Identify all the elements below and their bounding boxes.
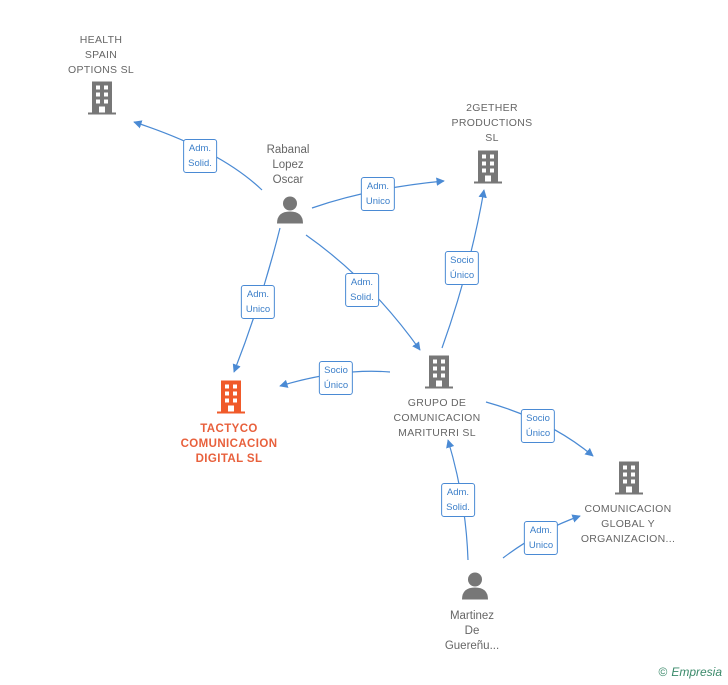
building-icon[interactable] <box>613 460 645 501</box>
building-icon-main[interactable] <box>215 379 247 420</box>
building-icon[interactable] <box>472 149 504 190</box>
building-icon[interactable] <box>423 354 455 395</box>
label-line: Guereñu... <box>444 640 500 652</box>
badge-line: Único <box>323 380 349 391</box>
badge-line: Adm. <box>188 143 212 154</box>
badge-line: Adm. <box>366 181 390 192</box>
badge-line: Solid. <box>350 292 374 303</box>
footer-brand[interactable]: ©Empresia <box>658 665 722 679</box>
node-global-label[interactable]: COMUNICACION GLOBAL Y ORGANIZACION... <box>581 502 675 547</box>
label-line: De <box>464 625 480 637</box>
badge-line: Adm. <box>446 487 470 498</box>
copyright-icon: © <box>658 665 668 679</box>
edge-badge-socio-unico[interactable]: Socio Único <box>318 361 354 395</box>
label-line: 2GETHER <box>466 102 518 114</box>
label-line: ORGANIZACION... <box>580 533 676 545</box>
edge-badge-adm-solid[interactable]: Adm. Solid. <box>441 483 475 517</box>
node-health-spain-label[interactable]: HEALTH SPAIN OPTIONS SL <box>68 33 134 78</box>
brand-logo: Empresia <box>671 665 722 679</box>
label-line: SL <box>485 132 499 144</box>
badge-line: Socio <box>324 365 348 376</box>
badge-line: Unico <box>365 196 391 207</box>
badge-line: Único <box>525 428 551 439</box>
label-line: Rabanal <box>266 144 310 156</box>
badge-line: Adm. <box>529 525 553 536</box>
label-line: SPAIN <box>84 49 118 61</box>
label-line: OPTIONS SL <box>67 64 135 76</box>
edge-badge-socio-unico[interactable]: Socio Único <box>520 409 556 443</box>
edge-badge-adm-unico[interactable]: Adm. Unico <box>523 521 559 555</box>
label-line: MARITURRI SL <box>398 427 476 439</box>
badge-line: Socio <box>526 413 550 424</box>
node-2gether-label[interactable]: 2GETHER PRODUCTIONS SL <box>452 101 533 146</box>
label-line: Oscar <box>272 174 304 186</box>
node-rabanal-label[interactable]: Rabanal Lopez Oscar <box>267 143 310 188</box>
label-line: Lopez <box>272 159 304 171</box>
label-line: HEALTH <box>79 34 123 46</box>
badge-line: Adm. <box>246 289 270 300</box>
edge-badge-adm-solid[interactable]: Adm. Solid. <box>183 139 217 173</box>
badge-line: Unico <box>245 304 271 315</box>
edge-badge-adm-unico[interactable]: Adm. Unico <box>360 177 396 211</box>
badge-line: Solid. <box>446 502 470 513</box>
label-line: DIGITAL SL <box>195 453 263 465</box>
label-line: COMUNICACION <box>584 503 672 515</box>
label-line: GRUPO DE <box>407 397 467 409</box>
edge-badge-adm-unico[interactable]: Adm. Unico <box>240 285 276 319</box>
badge-line: Socio <box>450 255 474 266</box>
badge-line: Único <box>449 270 475 281</box>
node-tactyco-label[interactable]: TACTYCO COMUNICACION DIGITAL SL <box>181 422 278 467</box>
edge-badge-socio-unico[interactable]: Socio Único <box>444 251 480 285</box>
node-grupo-label[interactable]: GRUPO DE COMUNICACION MARITURRI SL <box>393 396 480 441</box>
label-line: PRODUCTIONS <box>451 117 533 129</box>
person-icon[interactable] <box>460 571 490 606</box>
label-line: COMUNICACION <box>180 438 278 450</box>
label-line: GLOBAL Y <box>601 518 655 530</box>
badge-line: Solid. <box>188 158 212 169</box>
label-line: Martinez <box>449 610 495 622</box>
building-icon[interactable] <box>86 80 118 121</box>
label-line: COMUNICACION <box>393 412 481 424</box>
node-martinez-label[interactable]: Martinez De Guereñu... <box>445 609 499 654</box>
edge-badge-adm-solid[interactable]: Adm. Solid. <box>345 273 379 307</box>
label-line: TACTYCO <box>200 423 258 435</box>
person-icon[interactable] <box>275 195 305 230</box>
badge-line: Unico <box>528 540 554 551</box>
badge-line: Adm. <box>350 277 374 288</box>
